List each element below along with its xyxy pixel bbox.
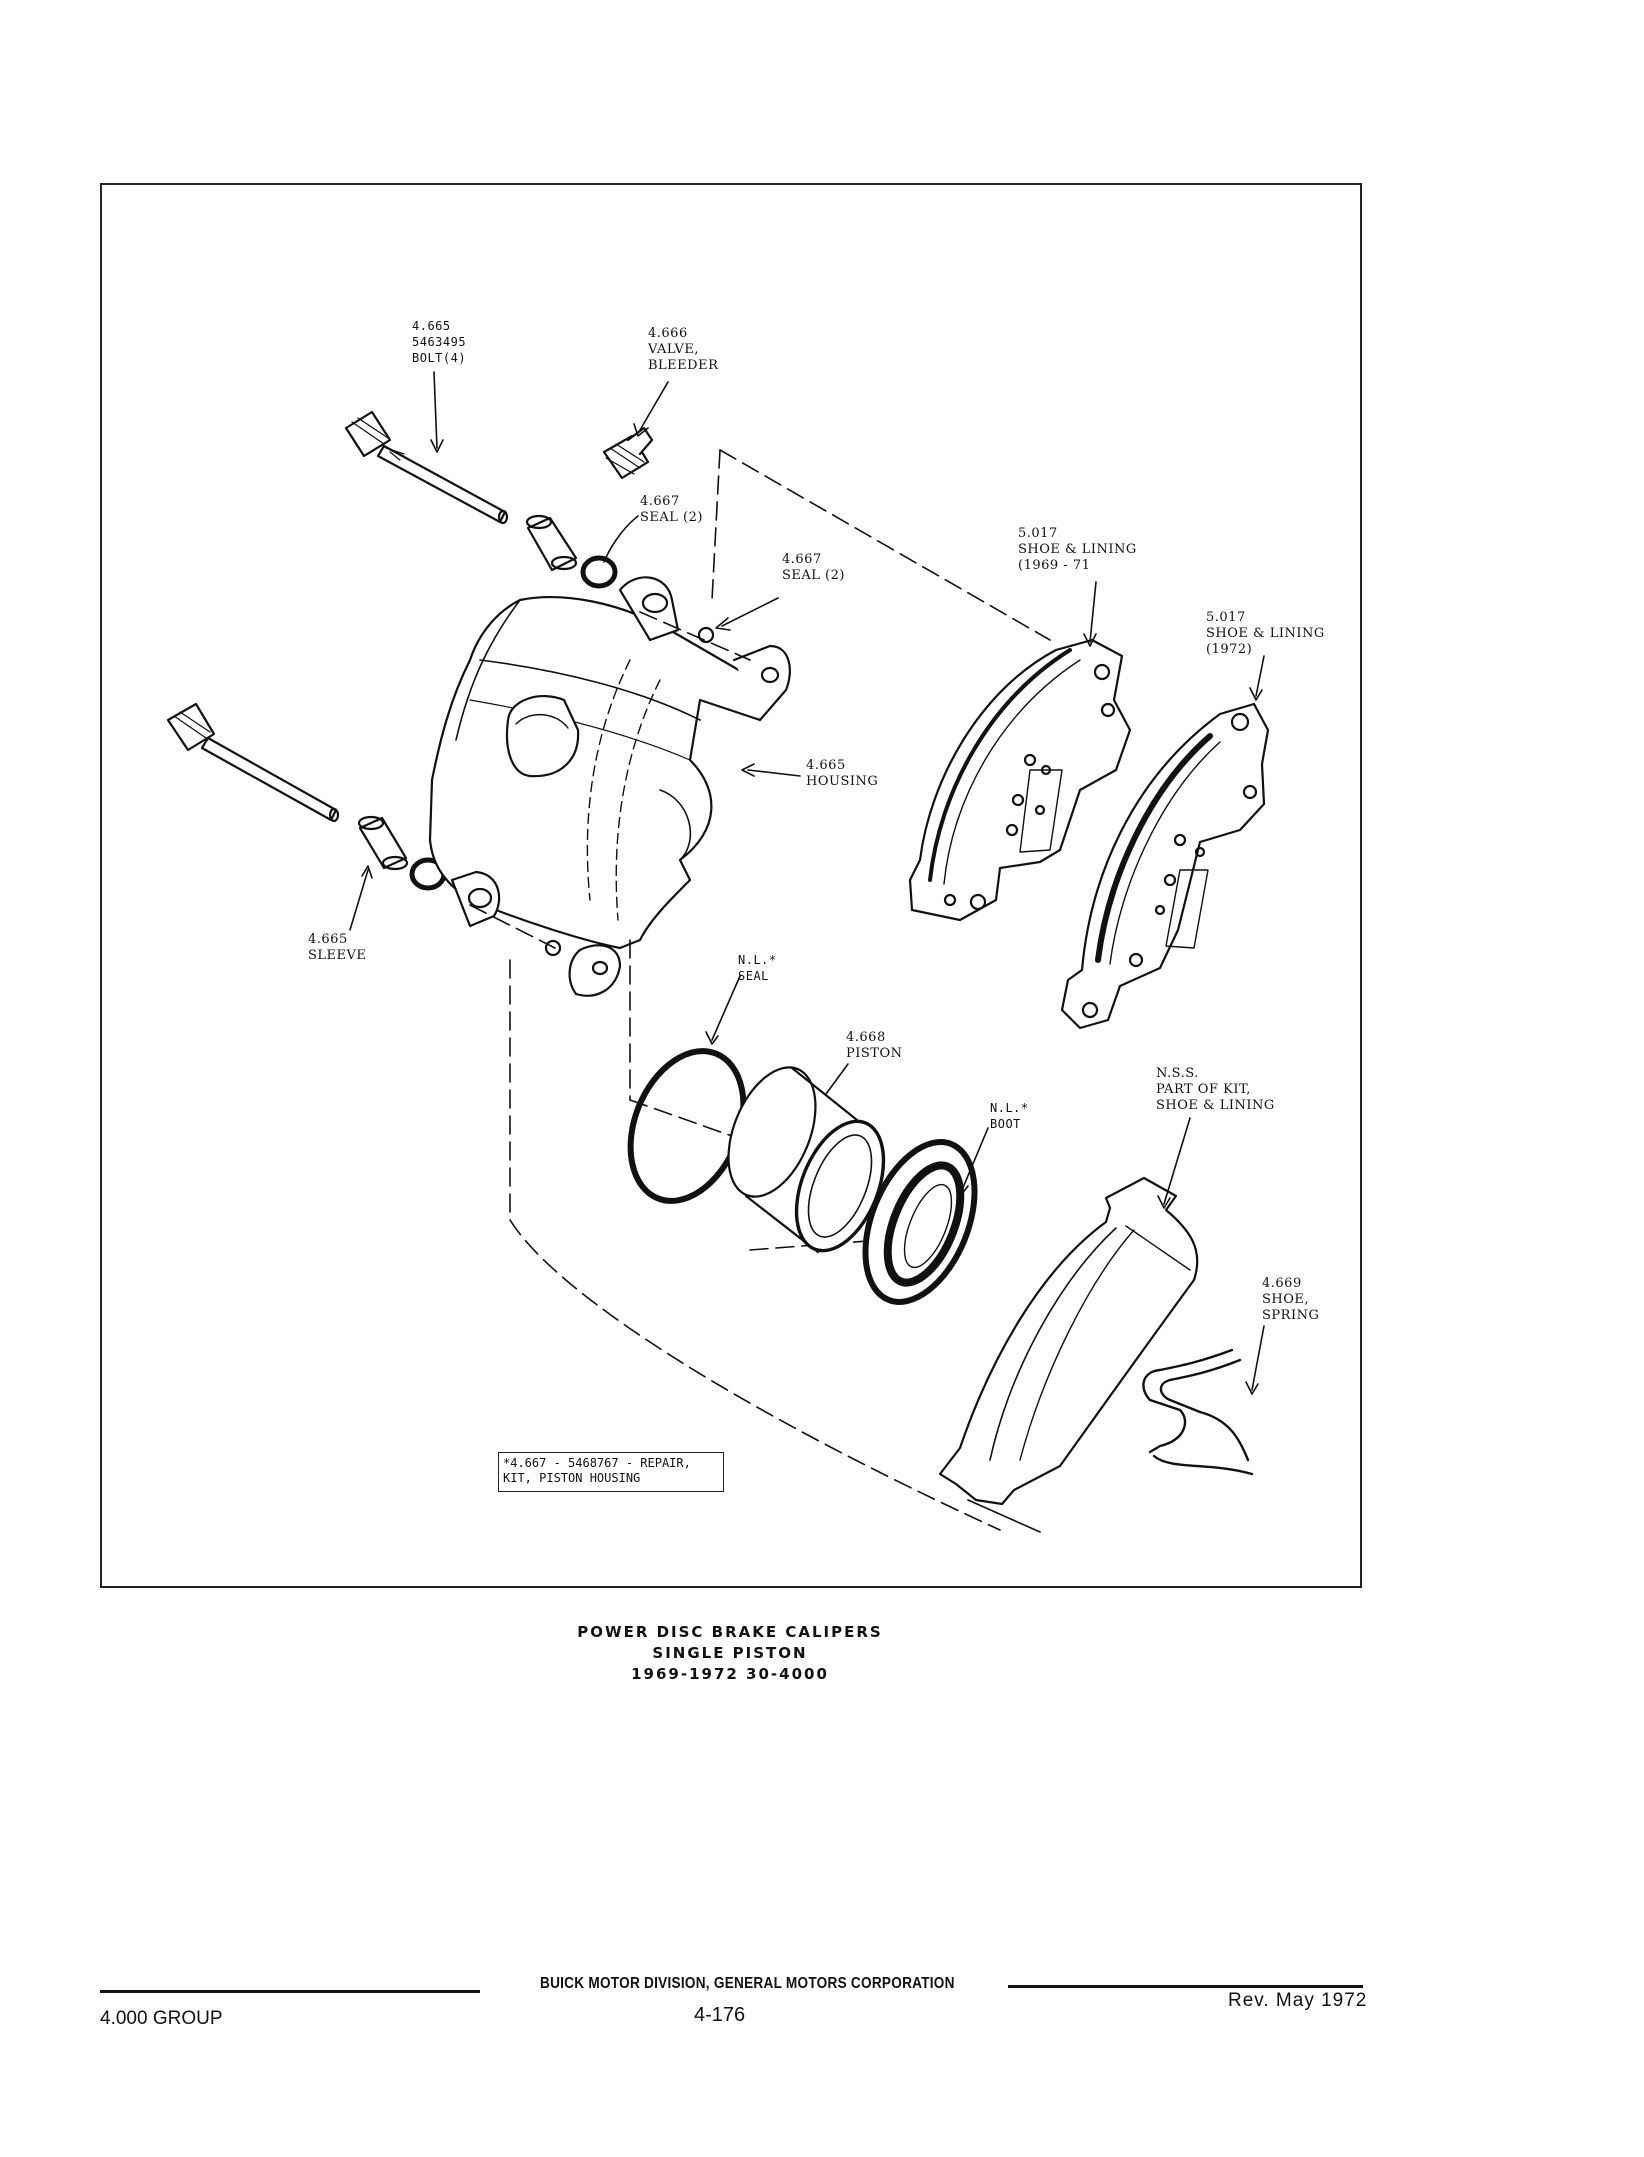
diagram-frame: [100, 183, 1362, 1588]
exploded-caliper-diagram: [166, 371, 1270, 1533]
label-nss-shoe: N.S.S.PART OF KIT,SHOE & LINING: [1156, 1066, 1275, 1113]
lower-bolt: [166, 702, 340, 823]
caliper-housing: [428, 576, 791, 997]
footer-division: BUICK MOTOR DIVISION, GENERAL MOTORS COR…: [540, 1975, 955, 1992]
piston: [727, 1066, 886, 1254]
small-seal-lower: [544, 939, 562, 957]
small-seal-upper: [697, 626, 715, 644]
bleeder-valve: [602, 426, 654, 480]
upper-bolt-seal: [580, 555, 618, 589]
upper-bolt: [344, 410, 509, 525]
footer-page-number: 4-176: [694, 2004, 746, 2026]
footer-rule-left: [100, 1990, 480, 1993]
shoe-lining-1969-71: [908, 638, 1132, 922]
footer-rule-right: [1008, 1985, 1363, 1988]
shoe-lining-1972: [1060, 702, 1270, 1030]
repair-kit-note: *4.667 - 5468767 - REPAIR,KIT, PISTON HO…: [498, 1452, 724, 1492]
nss-shoe: [938, 1176, 1199, 1533]
piston-boot: [862, 1139, 978, 1305]
label-piston-seal: N.L.*SEAL: [738, 953, 777, 983]
shoe-spring: [1142, 1348, 1254, 1476]
leader-lines: [349, 371, 1265, 1395]
label-boot: N.L.*BOOT: [990, 1101, 1029, 1131]
footer-group: 4.000 GROUP: [100, 2008, 223, 2029]
upper-sleeve: [525, 514, 578, 572]
footer-revision: Rev. May 1972: [1228, 1990, 1368, 2011]
lower-sleeve: [357, 815, 409, 871]
